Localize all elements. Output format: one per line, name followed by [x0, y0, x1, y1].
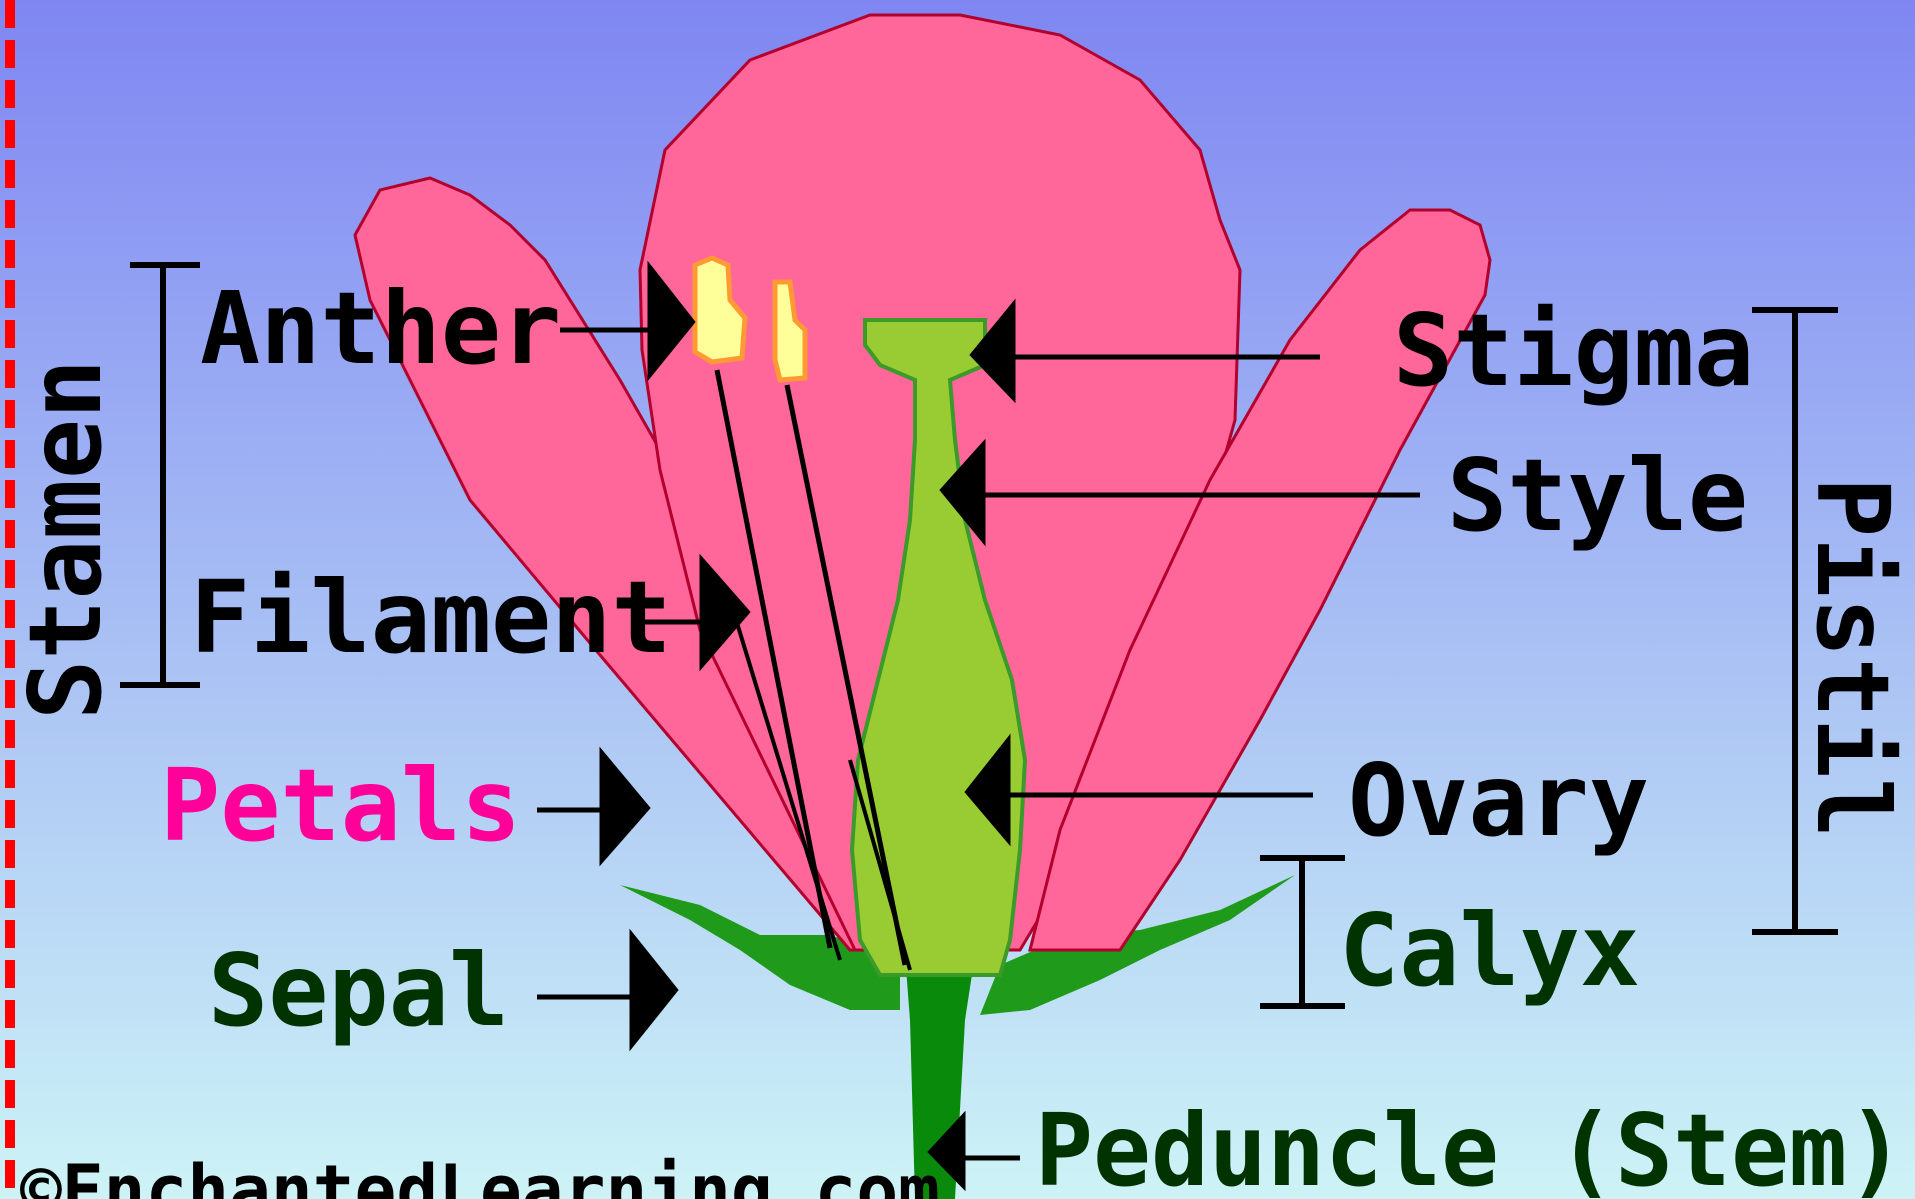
calyx-label: Calyx	[1339, 892, 1640, 1009]
filament-label: Filament	[190, 559, 672, 676]
sepal-label: Sepal	[208, 932, 509, 1049]
peduncle-label: Peduncle (Stem)	[1035, 1092, 1905, 1199]
style-label: Style	[1447, 437, 1748, 554]
pistil-label: Pistil	[1794, 477, 1911, 838]
stamen-label: Stamen	[7, 359, 124, 720]
copyright-label: ©EnchantedLearning.com	[20, 1150, 940, 1199]
petals-label: Petals	[160, 747, 521, 864]
ovary-label: Ovary	[1348, 742, 1649, 859]
anther-label: Anther	[200, 270, 561, 387]
stigma-label: Stigma	[1393, 292, 1754, 409]
